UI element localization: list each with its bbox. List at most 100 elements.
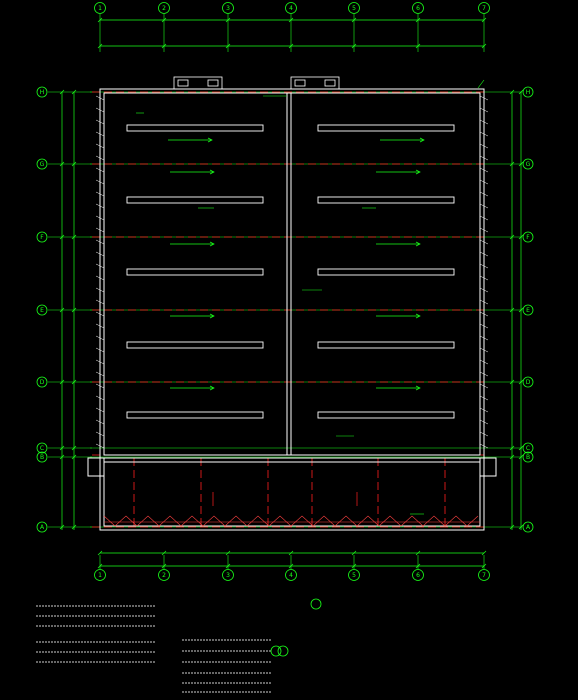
hatch [95,431,105,437]
grid-bubble [412,2,424,14]
tick [225,550,231,556]
hatch [95,299,105,305]
grid-bubble [158,569,170,581]
note-symbol [310,598,322,610]
hatch [95,263,105,269]
truss-line [103,515,479,527]
skylight-strips [126,124,455,419]
grid-bubble-label: C [526,445,530,452]
wall-hatching [95,95,489,449]
hatch [479,215,489,221]
skylight-left [126,268,264,276]
hatch [479,131,489,137]
hatch [479,347,489,353]
hatch [479,143,489,149]
grid-bubble [522,376,534,388]
grid-bubble [478,569,490,581]
note-symbol [277,645,289,657]
hatch [95,227,105,233]
note-symbol [270,645,282,657]
grid-bubble [222,569,234,581]
grid-bubble [285,2,297,14]
grid-bubble [36,158,48,170]
hatch [95,371,105,377]
hatch [95,143,105,149]
arrow-head [415,385,421,391]
grid-bubble-label: G [526,161,531,168]
hatch [479,251,489,257]
hatch [479,95,489,101]
leader-lines [136,79,485,515]
skylight-left [126,124,264,132]
grid-bubble-label: F [526,234,530,241]
arrow-head [415,313,421,319]
arrow-head [207,137,213,143]
hatch [95,95,105,101]
hatch [95,443,105,449]
hatch [95,419,105,425]
arrow-head [415,241,421,247]
hatch [95,191,105,197]
skylight-left [126,411,264,419]
hatch [95,407,105,413]
hatch [479,227,489,233]
hatch [95,167,105,173]
skylight-right [317,196,455,204]
hatch [95,119,105,125]
hatch [479,263,489,269]
grid-bubble [36,521,48,533]
skylight-left [126,196,264,204]
grid-bubble-label: 5 [352,572,356,579]
hatch [95,275,105,281]
arrow-head [209,385,215,391]
grid-bubble-label: 6 [416,5,420,12]
arrow-head [415,169,421,175]
hatch [479,395,489,401]
tick [415,550,421,556]
grid-bubble [94,2,106,14]
hatch [95,179,105,185]
hatch [479,155,489,161]
grid-bubble-label: H [526,89,531,96]
grid-bubble [36,304,48,316]
grid-bubble [36,442,48,454]
notes-block [36,598,322,693]
grid-bubble-label: A [526,524,531,531]
hatch [479,419,489,425]
grid-bubble-label: 5 [352,5,356,12]
hatch [95,359,105,365]
hatch [479,287,489,293]
hatch [95,251,105,257]
grid-bubble-label: C [40,445,44,452]
grid-bubble-label: B [526,454,530,461]
grid-bubble-label: 7 [482,5,486,12]
skylight-left [126,341,264,349]
grid-bubble-label: 2 [162,572,166,579]
hatch [95,383,105,389]
grid-bubble [522,158,534,170]
hatch [479,119,489,125]
tick [161,550,167,556]
grid-bubble [222,2,234,14]
hatch [95,155,105,161]
grid-bubble [36,231,48,243]
grid-bubble [522,521,534,533]
arrow-head [209,313,215,319]
hatch [479,203,489,209]
tick [481,550,487,556]
arrow-head [419,137,425,143]
tick [288,550,294,556]
grid-bubble-label: D [526,379,531,386]
hatch [479,359,489,365]
grid-bubble-label: 7 [482,572,486,579]
grid-bubble [522,304,534,316]
tick [97,550,103,556]
roof-hatches [173,76,340,90]
hatch [95,239,105,245]
grid-bubble [478,2,490,14]
grid-bubble [158,2,170,14]
hatch [479,275,489,281]
grid-bubble-label: E [526,307,530,314]
slope-arrows [168,137,425,391]
